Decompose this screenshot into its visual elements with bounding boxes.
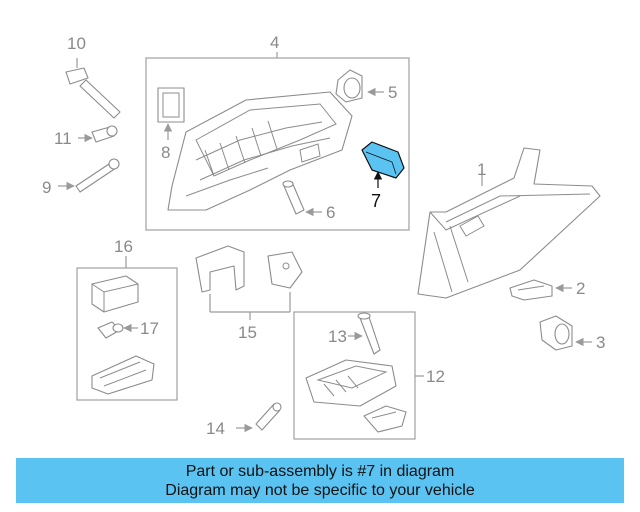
part-6[interactable] xyxy=(282,180,322,217)
callout-9: 9 xyxy=(42,178,51,197)
part-16-switch[interactable] xyxy=(91,275,139,313)
part-3[interactable] xyxy=(539,315,592,351)
callout-11: 11 xyxy=(54,129,72,148)
callout-14: 14 xyxy=(206,419,225,438)
part-2[interactable] xyxy=(509,279,572,301)
banner-line-2: Diagram may not be specific to your vehi… xyxy=(165,481,475,499)
part-5[interactable] xyxy=(335,69,384,103)
part-8[interactable] xyxy=(157,87,185,140)
part-15[interactable] xyxy=(195,245,303,320)
part-1[interactable] xyxy=(417,147,601,299)
part-17[interactable] xyxy=(97,321,138,339)
part-14[interactable] xyxy=(236,402,282,433)
callout-5: 5 xyxy=(388,83,397,102)
glove-box-housing[interactable] xyxy=(167,91,353,211)
part-13[interactable] xyxy=(348,312,381,355)
banner-line-1: Part or sub-assembly is #7 in diagram xyxy=(185,462,455,480)
callout-12: 12 xyxy=(426,367,445,386)
info-banner: Part or sub-assembly is #7 in diagram Di… xyxy=(16,458,624,503)
group-box-16 xyxy=(76,267,178,401)
callout-1: 1 xyxy=(477,160,486,179)
parts-diagram: 10 11 9 4 8 5 xyxy=(42,33,605,440)
callout-10: 10 xyxy=(67,34,86,53)
part-12-bracket[interactable] xyxy=(363,405,407,433)
callout-17: 17 xyxy=(140,319,159,338)
part-9[interactable] xyxy=(58,158,120,193)
part-10[interactable] xyxy=(65,58,121,119)
part-7-highlighted[interactable] xyxy=(361,141,405,188)
callout-7: 7 xyxy=(371,191,381,211)
callout-2: 2 xyxy=(576,279,585,298)
part-12-module[interactable] xyxy=(305,359,397,407)
callout-15: 15 xyxy=(238,323,257,342)
part-16-lamp[interactable] xyxy=(91,355,155,395)
callout-16: 16 xyxy=(114,237,133,256)
part-11[interactable] xyxy=(78,125,118,143)
callout-13: 13 xyxy=(328,327,347,346)
callout-4: 4 xyxy=(270,33,279,52)
callout-3: 3 xyxy=(596,333,605,352)
callout-6: 6 xyxy=(326,203,335,222)
callout-8: 8 xyxy=(161,143,170,162)
